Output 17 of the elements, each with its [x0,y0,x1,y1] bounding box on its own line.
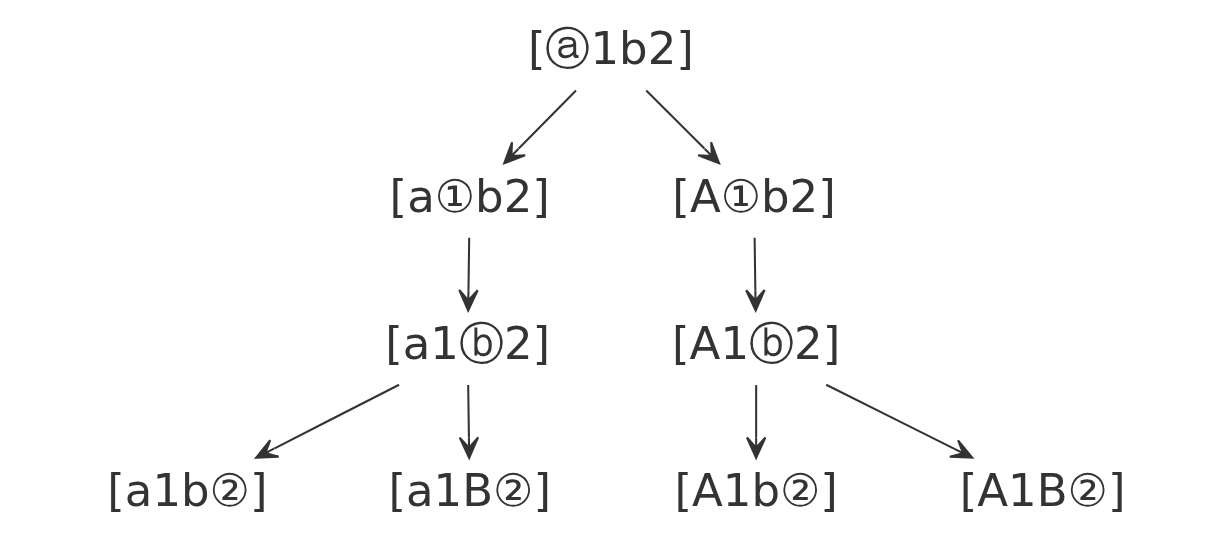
arrow [503,89,577,165]
arrow [255,383,400,459]
node-text: [ⓐ1b2] [527,22,694,76]
arrow [458,237,479,312]
node-text: [a①b2] [389,169,550,223]
arrow [745,385,767,459]
node-text: [A1B②] [959,464,1126,518]
node-text: [a1B②] [388,464,551,518]
arrow [825,383,974,459]
node-text: [A1b②] [674,464,838,518]
node-text: [A1ⓑ2] [672,317,841,371]
arrow [745,237,766,312]
node-text: [a1b②] [107,464,268,518]
node-text: [a1ⓑ2] [385,317,551,371]
arrow [458,385,480,459]
node-text: [A①b2] [672,169,836,223]
arrow [645,89,721,165]
